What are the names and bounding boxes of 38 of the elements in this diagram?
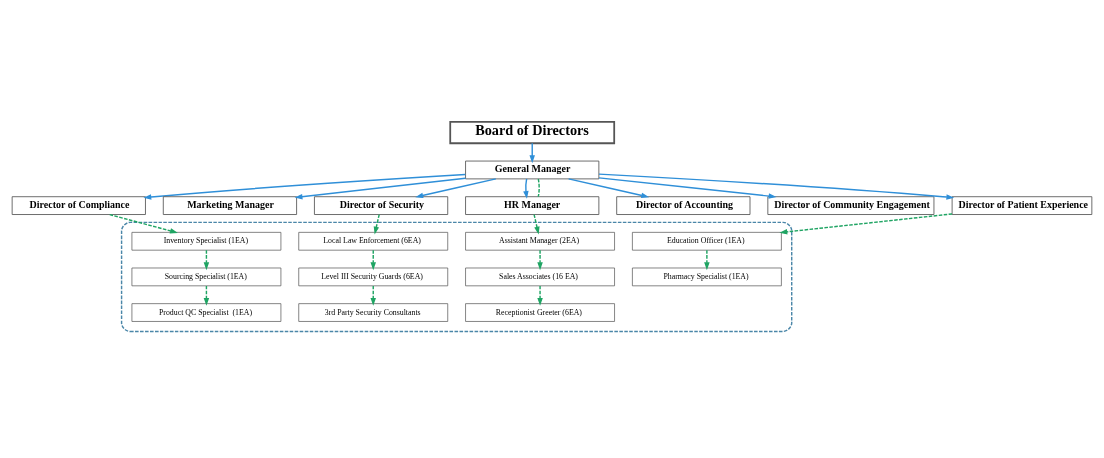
node-box: Pharmacy Specialist (1EA) [632, 267, 782, 286]
arrow [598, 176, 777, 199]
node-box: Board of Directors [449, 120, 616, 144]
arrow [370, 284, 376, 306]
cluster [120, 221, 793, 332]
node-box: Director of Community Engagement [767, 195, 935, 215]
node-box: Education Officer (1EA) [632, 231, 782, 251]
arrow [203, 284, 210, 306]
node-box: Sales Associates (16 EA) [465, 267, 615, 286]
node-box: HR Manager [465, 195, 600, 215]
node-box: Level III Security Guards (6EA) [298, 267, 449, 286]
node-box: Director of Compliance [11, 195, 146, 215]
node-box: Director of Patient Experience [951, 195, 1093, 215]
node-box: Receptionist Greeter (6EA) [465, 302, 615, 322]
node-box: Director of Security [314, 195, 449, 215]
connector [537, 177, 540, 197]
arrow [109, 213, 178, 234]
arrow [533, 213, 540, 234]
arrow [370, 249, 376, 270]
node-box: General Manager [465, 160, 600, 179]
node-box: Inventory Specialist (1EA) [131, 231, 282, 251]
arrow [537, 249, 543, 270]
arrow [294, 177, 467, 199]
node-box: Assistant Manager (2EA) [465, 231, 615, 251]
arrow [523, 177, 529, 199]
arrow [779, 212, 953, 235]
arrow [143, 173, 466, 200]
arrow [537, 284, 543, 306]
arrow [704, 249, 710, 270]
node-box: Local Law Enforcement (6EA) [298, 231, 449, 251]
node-box: Sourcing Specialist (1EA) [131, 267, 282, 286]
node-box: Director of Accounting [616, 195, 751, 215]
arrow [598, 172, 955, 200]
node-box: 3rd Party Security Consultants [298, 302, 449, 322]
arrow [373, 213, 380, 234]
arrow [203, 249, 210, 270]
node-box: Marketing Manager [162, 195, 298, 215]
node-box: Product QC Specialist (1EA) [131, 302, 282, 322]
